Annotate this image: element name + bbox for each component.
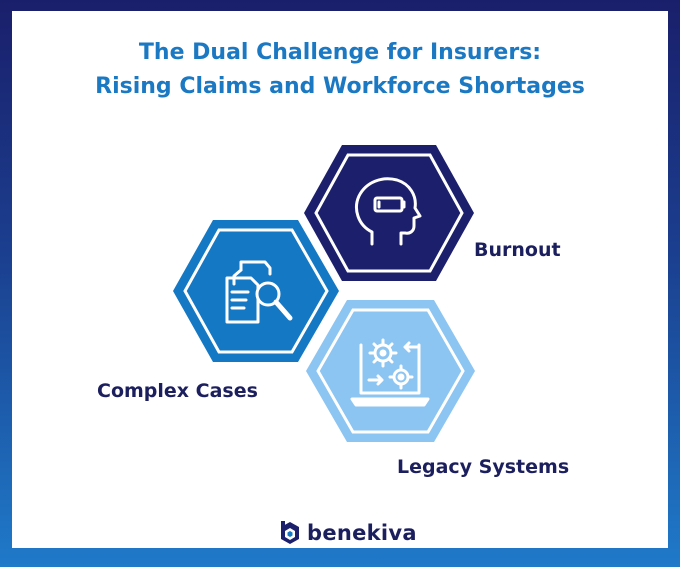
burnout-hexagon [304, 145, 474, 281]
complex-cases-label: Complex Cases [97, 380, 258, 402]
benekiva-logo-icon [281, 521, 299, 544]
head-battery-icon [355, 177, 422, 246]
title-line-1: The Dual Challenge for Insurers: [138, 40, 542, 65]
legacy-systems-hexagon [306, 300, 475, 442]
legacy-systems-label: Legacy Systems [397, 456, 570, 478]
burnout-label: Burnout [474, 239, 561, 261]
title-line-2: Rising Claims and Workforce Shortages [95, 74, 585, 99]
documents-search-icon [225, 260, 293, 324]
laptop-gears-icon [350, 338, 430, 407]
brand-name: benekiva [307, 521, 417, 545]
brand: benekiva [279, 521, 417, 545]
content-card [12, 11, 668, 548]
